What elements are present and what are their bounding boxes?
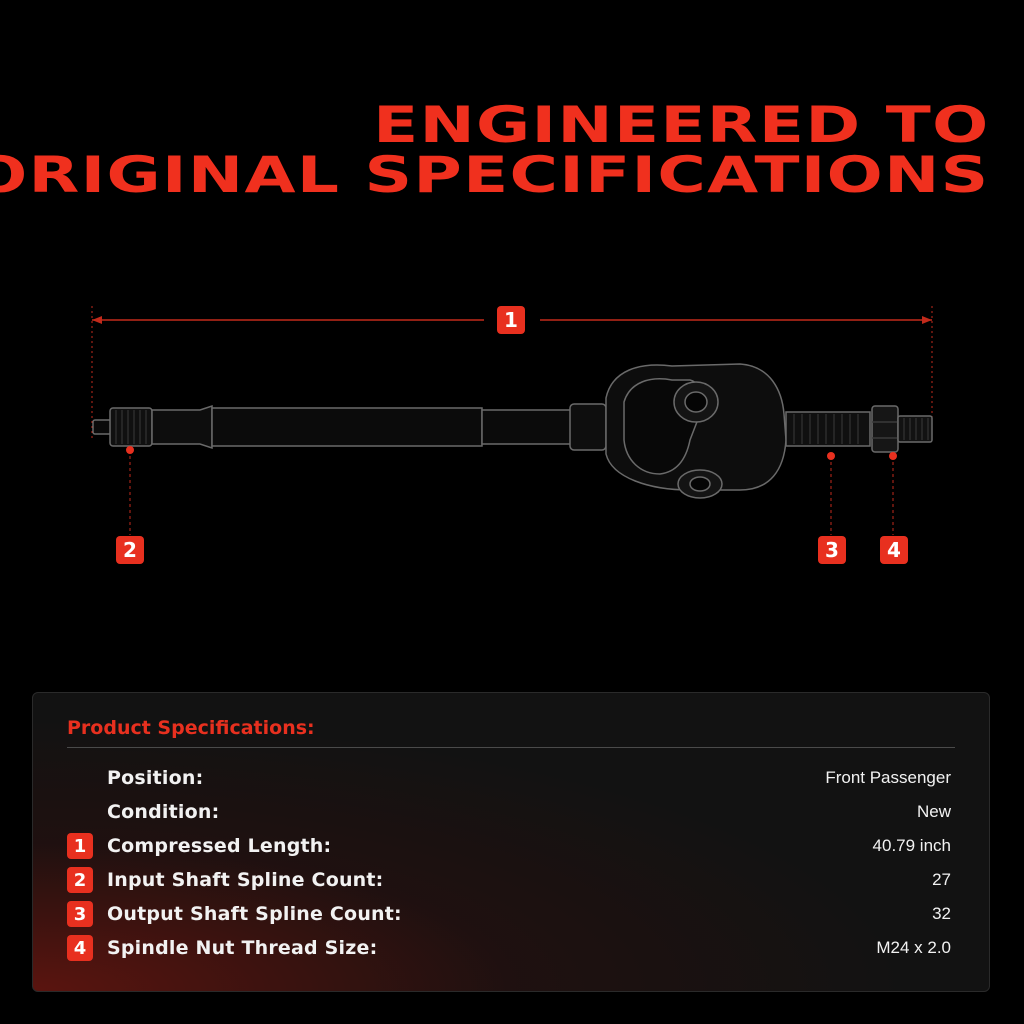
spec-row-input-spline: 2 Input Shaft Spline Count: 27: [67, 865, 951, 895]
specifications-title: Product Specifications:: [67, 717, 315, 739]
spec-number-badge: 3: [67, 901, 93, 927]
headline-line-1: ENGINEERED TO: [373, 96, 990, 154]
axle-outline: [92, 363, 933, 499]
headline: ENGINEERED TO ORIGINAL SPECIFICATIONS: [0, 100, 990, 200]
dimension-arrow-right: [922, 316, 932, 324]
spec-label: Compressed Length:: [107, 835, 332, 857]
spec-label: Output Shaft Spline Count:: [107, 903, 402, 925]
spec-value: Front Passenger: [825, 768, 951, 787]
spec-number-badge: 1: [67, 833, 93, 859]
specifications-panel: Product Specifications: Position: Front …: [32, 692, 990, 992]
callout-badge-2: 2: [116, 536, 144, 564]
axle-diagram: 1 2 3 4: [0, 290, 1024, 590]
axle-shaft-illustration: [91, 306, 933, 535]
spec-label: Position:: [107, 767, 204, 789]
spec-value: 27: [932, 870, 951, 889]
headline-line-2: ORIGINAL SPECIFICATIONS: [0, 146, 990, 204]
spec-value: New: [916, 802, 951, 821]
spec-row-position: Position: Front Passenger: [67, 763, 951, 793]
callout-2-dot: [126, 446, 134, 454]
spec-value: 40.79 inch: [872, 836, 951, 855]
spec-value: 32: [932, 904, 951, 923]
callout-badge-3: 3: [818, 536, 846, 564]
spec-row-condition: Condition: New: [67, 797, 951, 827]
spec-label: Condition:: [107, 801, 220, 823]
callout-badge-1: 1: [497, 306, 525, 334]
specifications-divider: [67, 747, 955, 748]
spec-number-badge: 4: [67, 935, 93, 961]
spec-label: Spindle Nut Thread Size:: [107, 937, 378, 959]
callout-4-dot: [889, 452, 897, 460]
dimension-arrow-left: [92, 316, 102, 324]
spec-value: M24 x 2.0: [876, 938, 951, 957]
spec-row-output-spline: 3 Output Shaft Spline Count: 32: [67, 899, 951, 929]
spec-number-badge: 2: [67, 867, 93, 893]
callout-badge-4: 4: [880, 536, 908, 564]
callout-3-dot: [827, 452, 835, 460]
spec-row-compressed-length: 1 Compressed Length: 40.79 inch: [67, 831, 951, 861]
spec-label: Input Shaft Spline Count:: [107, 869, 384, 891]
spec-row-spindle-nut: 4 Spindle Nut Thread Size: M24 x 2.0: [67, 933, 951, 963]
